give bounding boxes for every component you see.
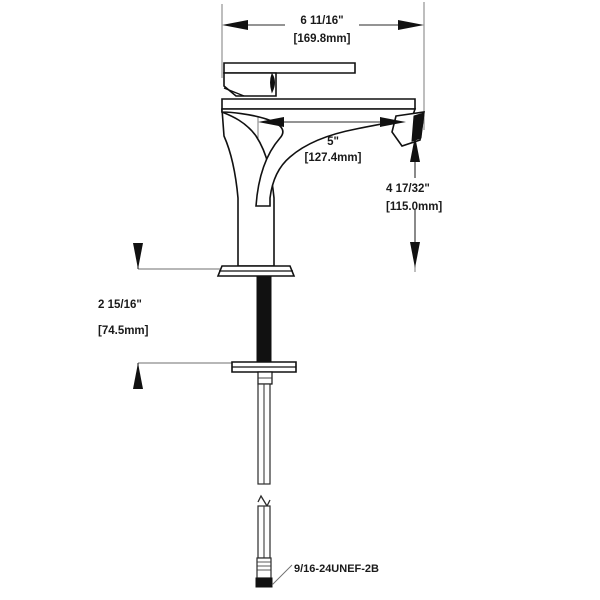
arrow-down-spout-height	[410, 242, 420, 268]
text-gap-spout-height	[381, 178, 453, 210]
arrow-left-overall-width	[222, 20, 248, 30]
break-symbol-zigzag	[257, 494, 271, 508]
lever-handle-base	[223, 72, 277, 97]
spout-reach-metric: [127.4mm]	[305, 152, 362, 164]
handle-underline	[223, 87, 245, 97]
mounting-shank	[256, 275, 272, 363]
dimension-overall-width: 6 11/16" [169.8mm]	[222, 14, 424, 45]
threaded-end-body	[256, 557, 272, 579]
handle-pivot-detail	[270, 72, 275, 94]
overall-width-imperial: 6 11/16"	[300, 15, 343, 27]
spout-height-metric: [115.0mm]	[386, 201, 442, 213]
arrow-up-spout-height	[410, 136, 420, 162]
arrow-right-overall-width	[398, 20, 424, 30]
dimension-spout-height: 4 17/32" [115.0mm]	[381, 136, 453, 268]
threaded-end	[255, 557, 273, 588]
arrow-left-spout-reach	[258, 117, 284, 127]
arrow-right-spout-reach	[380, 117, 406, 127]
aerator-face	[411, 112, 425, 142]
body-top-collar	[221, 98, 416, 110]
faucet-assembly	[216, 62, 425, 588]
threaded-end-tip	[255, 577, 273, 588]
callout-thread-spec: 9/16-24UNEF-2B	[271, 563, 379, 586]
dimension-shank-length: 2 15/16" [74.5mm]	[98, 243, 149, 389]
lever-handle-bar	[223, 62, 356, 74]
arrow-up-shank	[133, 363, 143, 389]
spout-reach-imperial: 5"	[327, 136, 339, 148]
leader-line-thread	[271, 564, 293, 586]
spout-arm	[221, 108, 417, 207]
shank-length-metric: [74.5mm]	[98, 325, 149, 337]
thread-spec-text: 9/16-24UNEF-2B	[294, 563, 379, 575]
dimension-spout-reach: 5" [127.4mm]	[258, 117, 406, 164]
shank-length-imperial: 2 15/16"	[98, 299, 142, 311]
spout-height-imperial: 4 17/32"	[386, 183, 430, 195]
text-gap-overall	[285, 14, 359, 28]
arrow-down-shank	[133, 243, 143, 269]
break-symbol	[257, 494, 271, 508]
overall-width-metric: [169.8mm]	[294, 33, 351, 45]
